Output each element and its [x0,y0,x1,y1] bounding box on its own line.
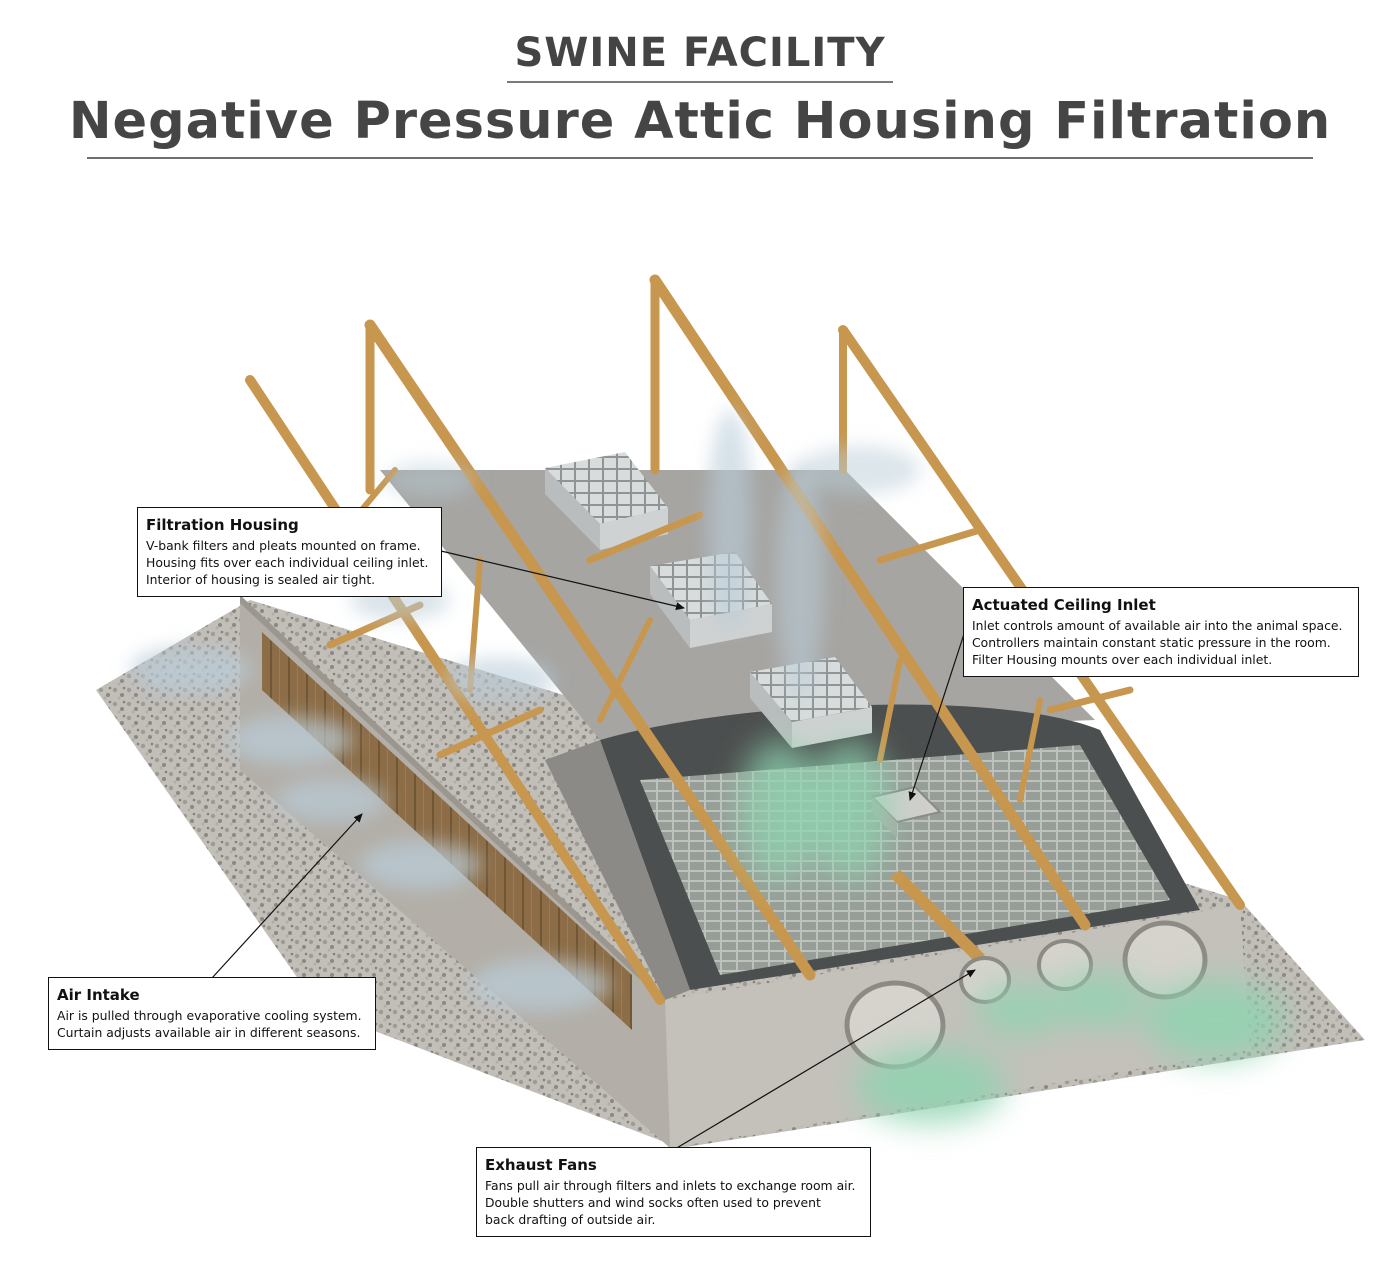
filtration-housing-side [545,468,600,550]
web-brace [1017,697,1043,803]
front-wall [665,905,1250,1148]
callout-text: back drafting of outside air. [485,1212,656,1227]
exhaust-air-plume [1055,972,1145,1028]
exhaust-air-group [740,740,1285,1123]
super-title-underline [507,81,893,83]
collar-tie [436,706,544,759]
interior-wall [545,740,690,1000]
callout-text: Inlet controls amount of available air i… [972,618,1343,633]
callout-text: Interior of housing is sealed air tight. [146,572,376,587]
intake-air-plume [470,959,610,1011]
filtration-housing-front [792,707,872,748]
collar-tie [1046,686,1134,714]
header: SWINE FACILITY Negative Pressure Attic H… [0,0,1400,180]
callout-text: Controllers maintain constant static pre… [972,635,1331,650]
super-title: SWINE FACILITY [514,30,886,76]
intake-air-plume [385,462,475,498]
intake-air-plume [445,658,555,702]
callout-text: Filter Housing mounts over each individu… [972,652,1273,667]
filtration-housing [545,452,668,524]
callout-text: Double shutters and wind socks often use… [485,1195,821,1210]
intake-air-plume [360,841,480,889]
leader-air-intake [211,813,363,979]
leader-filtration-housing [440,550,685,611]
filtration-housing-side [650,566,690,648]
callout-title: Actuated Ceiling Inlet [972,596,1156,614]
intake-air-plume [708,410,752,630]
rafter [649,274,1091,931]
rafter [364,319,816,981]
filtered-air-plume [810,740,890,880]
callout-title: Exhaust Fans [485,1156,597,1174]
filtration-housing-side [750,672,792,748]
leader-lines [211,550,976,1150]
web-brace [877,657,903,763]
callout-text: V-bank filters and pleats mounted on fra… [146,538,421,553]
exhaust-air-plume [975,984,1065,1036]
filtration-housing [750,657,872,722]
intake-air-plume [275,778,385,822]
page-title: Negative Pressure Attic Housing Filtrati… [68,92,1332,151]
callout-text: Housing fits over each individual ceilin… [146,555,429,570]
intake-air-plume [228,716,352,764]
filtration-housing-front [600,508,668,550]
intake-air-plume [800,446,920,494]
center-beam [890,870,985,962]
callout-air-intake: Air Intake Air is pulled through evapora… [48,977,376,1050]
intake-air-plume [130,646,250,694]
callout-filtration-housing: Filtration Housing V-bank filters and pl… [137,507,442,597]
side-wall-top [240,595,665,1003]
title-underline [87,157,1313,159]
intake-air-plume [776,460,824,700]
callout-title: Air Intake [57,986,140,1004]
filtered-air-plume [740,740,820,880]
callout-text: Air is pulled through evaporative coolin… [57,1008,362,1023]
web-brace [597,617,653,723]
collar-tie [586,511,704,564]
leader-exhaust-fans [674,969,976,1150]
callout-text: Curtain adjusts available air in differe… [57,1025,361,1040]
collar-tie [876,526,984,564]
intake-curtain [262,632,632,1030]
callout-exhaust-fans: Exhaust Fans Fans pull air through filte… [476,1147,871,1237]
callout-title: Filtration Housing [146,516,299,534]
callout-text: Fans pull air through filters and inlets… [485,1178,856,1193]
exhaust-air-plume [855,1047,1005,1123]
intake-air-group [130,410,920,1011]
callout-actuated-ceiling-inlet: Actuated Ceiling Inlet Inlet controls am… [963,587,1359,677]
leader-ceiling-inlet [908,633,965,801]
exhaust-air-plume [1145,980,1285,1060]
